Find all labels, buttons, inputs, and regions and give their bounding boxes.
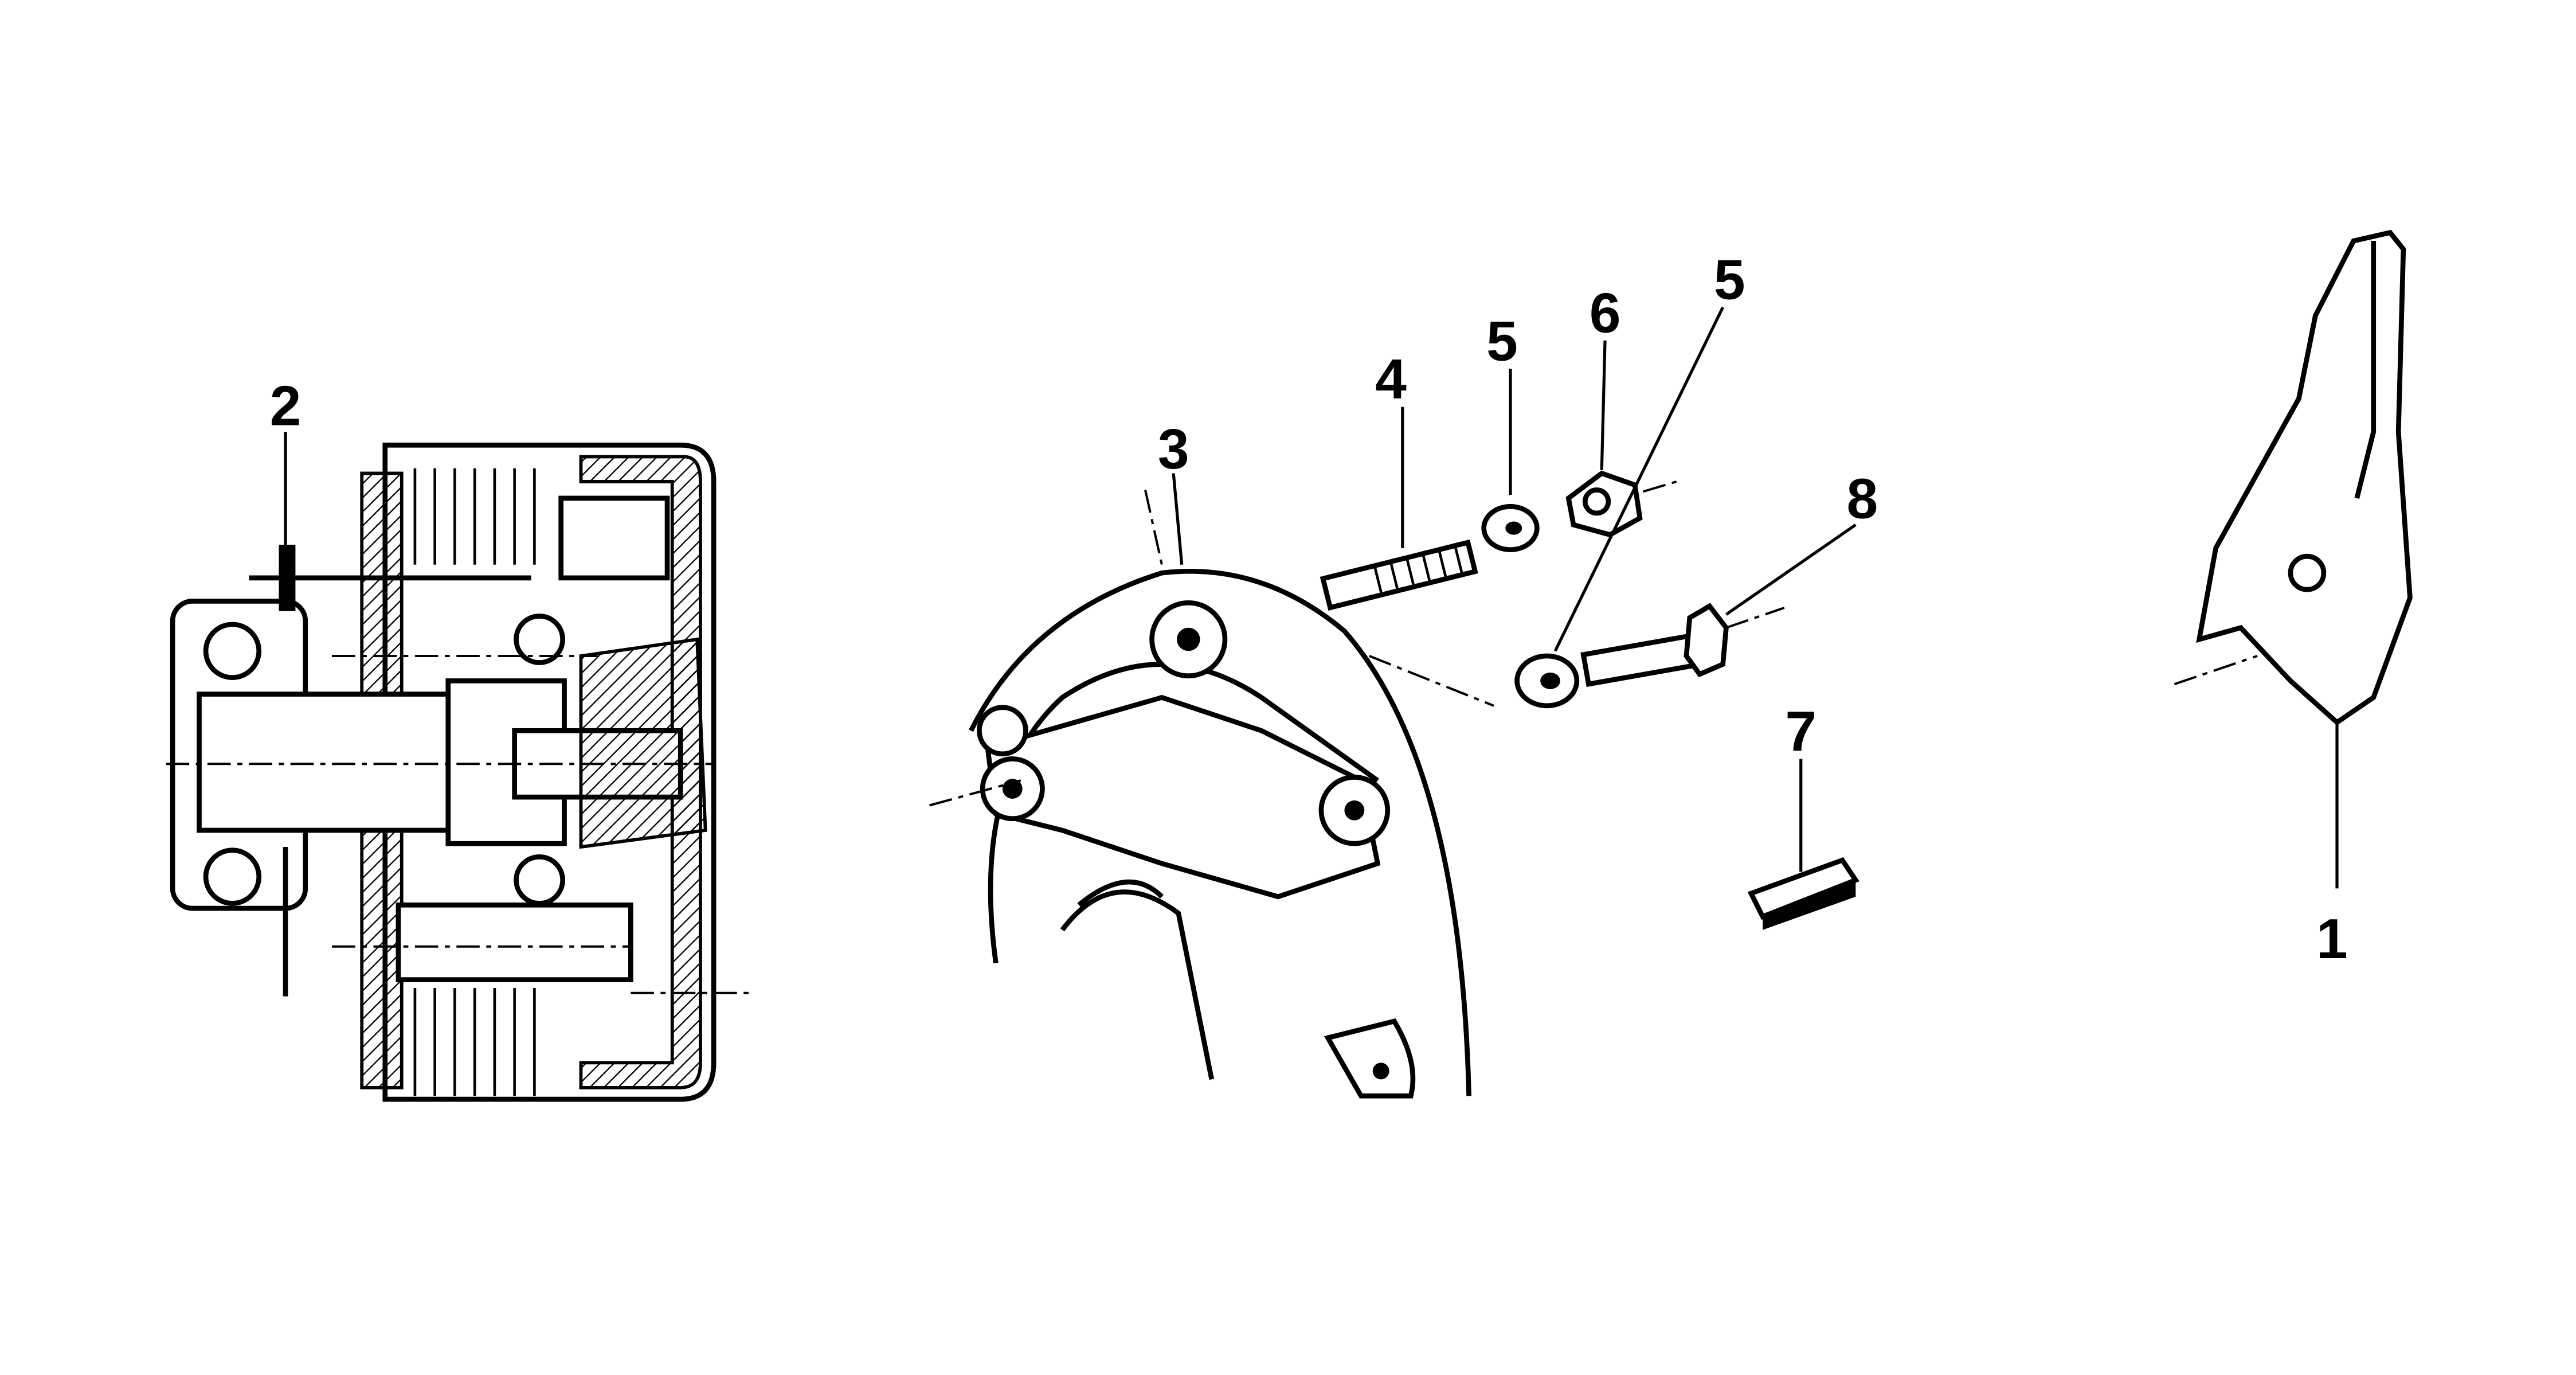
leader-lines (284, 306, 2339, 889)
callout-4: 4 (1375, 347, 1407, 411)
nut (1565, 470, 1677, 538)
callout-2: 2 (270, 374, 302, 437)
callout-5-washer-b: 5 (1714, 248, 1745, 311)
washer-b (1514, 653, 1580, 709)
callout-7: 7 (1785, 700, 1816, 763)
callout-1: 1 (2316, 907, 2348, 970)
callout-5-washer-a: 5 (1486, 310, 1518, 373)
key (1747, 857, 1859, 930)
flange-housing (929, 489, 1471, 1099)
callout-8: 8 (1847, 467, 1878, 530)
stud (1320, 539, 1478, 611)
callout-3: 3 (1158, 417, 1189, 481)
callout-6: 6 (1590, 281, 1621, 344)
clutch-assembly (166, 442, 755, 1102)
bolt (1369, 603, 1785, 707)
lever (2174, 229, 2413, 726)
washer-a (1481, 504, 1540, 553)
